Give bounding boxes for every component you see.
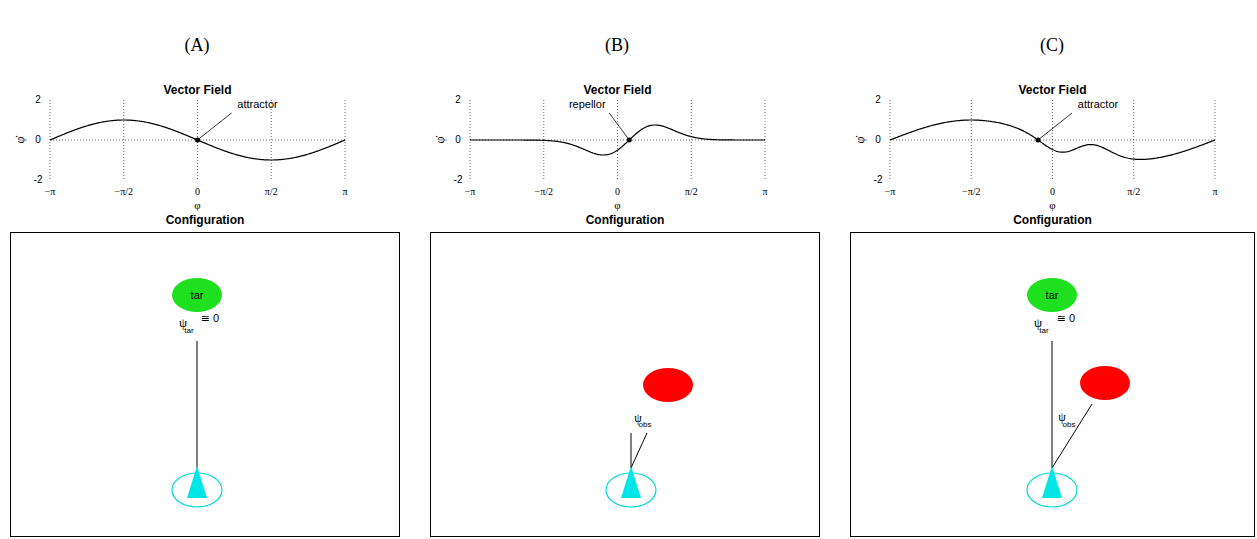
heading-line: [1052, 341, 1053, 468]
plot-label: attractor: [1078, 99, 1118, 110]
plot-label: -2: [454, 175, 463, 185]
target-ellipse: tar: [1027, 278, 1077, 312]
grid-line: [691, 100, 692, 180]
plot-label: Vector Field: [163, 84, 231, 96]
leader-line: [1038, 113, 1072, 140]
plot-label: 2: [875, 95, 881, 105]
plot-label: π: [342, 187, 347, 197]
vector-field-curve: [470, 125, 765, 155]
obstacle-line: [631, 433, 647, 468]
vector-field-curve: [890, 120, 1215, 159]
target-ellipse: tar: [172, 278, 222, 312]
configuration-box: Configuration: [430, 232, 820, 537]
plot-label: φ: [1049, 200, 1055, 211]
plot-label: repellor: [569, 99, 606, 110]
plot-label: obs: [639, 421, 652, 429]
plot-label: Vector Field: [583, 84, 651, 96]
plot-label: −π/2: [962, 187, 980, 197]
robot-symbol: [621, 466, 641, 498]
plot-label: −π/2: [535, 187, 553, 197]
plot-label: -2: [34, 175, 43, 185]
target-label: tar: [1046, 289, 1059, 301]
grid-line: [890, 140, 1215, 141]
heading-line: [197, 341, 198, 468]
plot-label: −π: [885, 187, 896, 197]
grid-line: [271, 100, 272, 180]
plot-label: ≅ 0: [1057, 313, 1075, 324]
leader-line: [609, 113, 629, 140]
obstacle: [1080, 366, 1130, 400]
target-label: tar: [191, 289, 204, 301]
plot-label: π: [762, 187, 767, 197]
obstacle-line: [1052, 404, 1092, 468]
plot-label: ≅ 0: [201, 313, 219, 324]
grid-line: [123, 100, 124, 180]
plot-label: φ̇: [14, 137, 26, 144]
plot-label: (C): [1040, 36, 1064, 54]
panel-heading: Configuration: [586, 213, 665, 227]
plot-label: obs: [1063, 421, 1076, 429]
plot-label: π/2: [265, 187, 278, 197]
plot-label: Vector Field: [1018, 84, 1086, 96]
plot-label: π/2: [685, 187, 698, 197]
obstacle: [643, 368, 693, 402]
plot-label: -2: [874, 175, 883, 185]
plot-label: 0: [35, 135, 41, 145]
plot-label: −π/2: [115, 187, 133, 197]
plot-label: attractor: [237, 99, 277, 110]
plot-label: φ: [194, 200, 200, 211]
plot-label: −π: [465, 187, 476, 197]
plot-label: (A): [185, 36, 210, 54]
plot-label: π: [1212, 187, 1217, 197]
robot-symbol: [1042, 466, 1062, 498]
plot-label: −π: [45, 187, 56, 197]
plot-label: 2: [35, 95, 41, 105]
plot-label: 2: [455, 95, 461, 105]
plot-label: 0: [615, 187, 620, 197]
configuration-box: Configurationtar: [10, 232, 400, 537]
plot-label: 0: [455, 135, 461, 145]
plot-label: 0: [195, 187, 200, 197]
configuration-box: Configurationtar: [850, 232, 1255, 537]
leader-line: [198, 113, 232, 140]
plot-label: (B): [605, 36, 629, 54]
plot-label: π/2: [1127, 187, 1140, 197]
plot-label: φ: [614, 200, 620, 211]
plot-label: φ̇: [854, 137, 866, 144]
heading-line: [631, 433, 632, 468]
plot-label: φ̇: [434, 137, 446, 144]
plot-label: 0: [875, 135, 881, 145]
plot-label: 0: [1050, 187, 1055, 197]
panel-heading: Configuration: [1013, 213, 1092, 227]
plot-label: tar: [1039, 327, 1048, 335]
panel-heading: Configuration: [166, 213, 245, 227]
plot-label: tar: [184, 327, 193, 335]
robot-symbol: [187, 466, 207, 498]
